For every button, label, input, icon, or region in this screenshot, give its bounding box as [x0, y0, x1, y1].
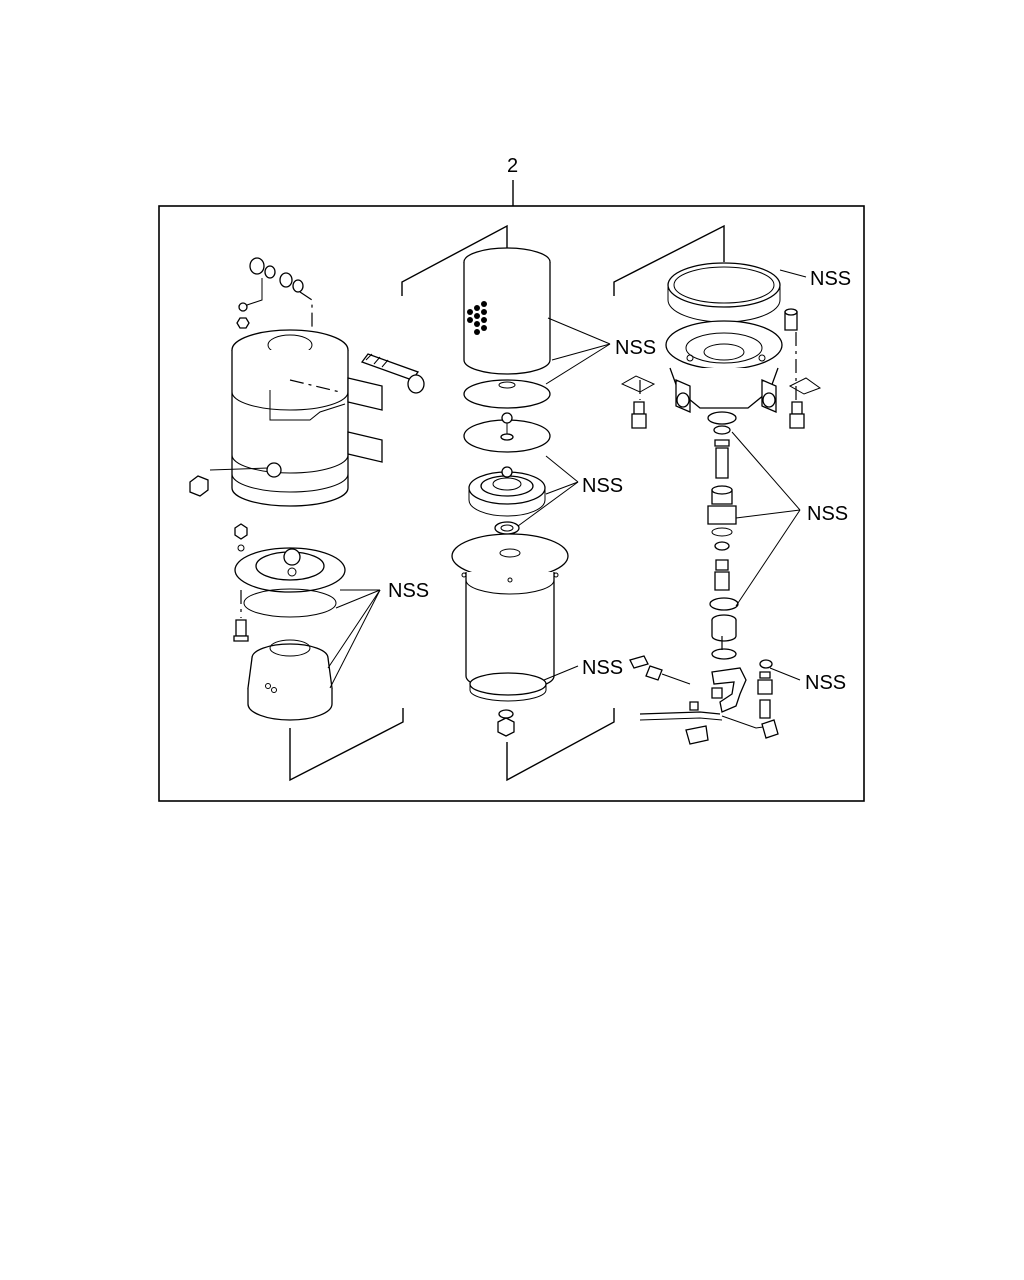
- left-assembly: [189, 257, 425, 782]
- center-assembly: [401, 224, 615, 782]
- center-bowl: [451, 533, 569, 702]
- left-top-hardware: [236, 257, 313, 340]
- right-heater-assembly: [629, 655, 779, 745]
- center-drain-nut: [497, 709, 515, 737]
- right-top-bracket: [613, 224, 725, 296]
- right-assembly: [613, 224, 822, 745]
- diagram-frame: [158, 205, 865, 802]
- item-number-label: 2: [507, 155, 518, 177]
- left-nss-leaders: [327, 589, 381, 689]
- center-washer: [494, 521, 520, 535]
- filter-gasket: [463, 379, 551, 409]
- nss-label-right-middle: NSS: [807, 503, 848, 525]
- nss-label-center-bottom: NSS: [582, 657, 623, 679]
- center-seal: [468, 466, 546, 517]
- nss-label-right-top: NSS: [810, 268, 851, 290]
- center-nss-leaders: [517, 317, 611, 681]
- left-group-bracket: [289, 708, 404, 782]
- center-bottom-bracket: [506, 708, 615, 782]
- center-top-bracket: [401, 224, 508, 296]
- right-nss-leaders: [731, 269, 807, 681]
- left-canister-housing: [189, 329, 425, 507]
- left-bowl-parts: [233, 523, 346, 721]
- nss-label-center-top: NSS: [615, 337, 656, 359]
- nss-label-left: NSS: [388, 580, 429, 602]
- nss-label-center-middle: NSS: [582, 475, 623, 497]
- nss-label-right-bottom: NSS: [805, 672, 846, 694]
- filter-logo: [467, 301, 487, 335]
- filter-element: [463, 247, 551, 375]
- right-valve-stack: [707, 425, 739, 660]
- right-oring: [667, 262, 781, 323]
- relief-disk: [463, 412, 551, 453]
- right-mounting-hardware: [620, 308, 822, 429]
- filter-head: [665, 320, 783, 425]
